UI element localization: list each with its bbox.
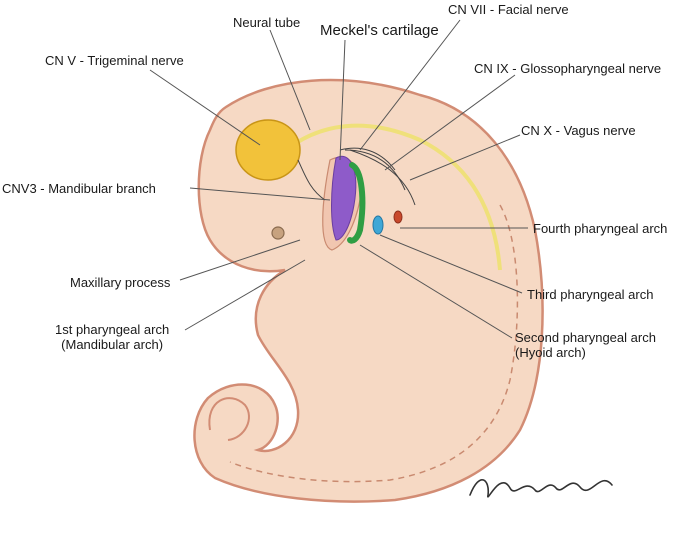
- label-cn9-glossopharyngeal-nerve: CN IX - Glossopharyngeal nerve: [474, 61, 662, 76]
- leader-second-arch: [359, 244, 513, 339]
- leader-third-arch: [379, 234, 523, 294]
- cn10-fiber: [349, 149, 416, 206]
- label-fourth-pharyngeal-arch: Fourth pharyngeal arch: [533, 221, 668, 236]
- label-neural-tube: Neural tube: [233, 15, 301, 30]
- leader-maxillary: [179, 239, 301, 281]
- leader-neural-tube: [269, 29, 311, 131]
- fourth-arch-red: [393, 210, 403, 224]
- label-first-arch-line2: (Mandibular arch): [61, 337, 164, 352]
- cnv3-fiber: [297, 159, 326, 201]
- label-meckels-cartilage: Meckel's cartilage: [320, 22, 439, 39]
- leader-cn10: [409, 134, 521, 181]
- leader-first-arch: [184, 259, 306, 331]
- label-second-arch-line2: (Hyoid arch): [515, 345, 586, 360]
- leader-cn5: [149, 69, 261, 146]
- leader-cnv3: [189, 187, 331, 201]
- label-second-pharyngeal-arch: Second pharyngeal arch (Hyoid arch): [515, 330, 656, 360]
- third-arch-blue: [372, 215, 384, 235]
- leader-meckel: [339, 39, 346, 161]
- label-cn7-facial-nerve: CN VII - Facial nerve: [448, 2, 569, 17]
- neural-tube-line: [278, 123, 502, 271]
- eye: [271, 226, 285, 240]
- leader-cn7: [359, 19, 461, 151]
- embryo-body: [193, 78, 544, 503]
- tail-curl: [208, 397, 250, 441]
- trigeminal-ganglion: [235, 119, 301, 181]
- label-first-arch-line1: 1st pharyngeal arch: [55, 322, 170, 337]
- label-cnv3-mandibular-branch: CNV3 - Mandibular branch: [2, 181, 156, 196]
- cn7-fiber: [339, 147, 396, 171]
- signature: [469, 479, 613, 498]
- label-cn5-trigeminal-nerve: CN V - Trigeminal nerve: [45, 53, 184, 68]
- facial-nerve-green: [347, 162, 366, 244]
- label-first-pharyngeal-arch: 1st pharyngeal arch (Mandibular arch): [55, 322, 169, 352]
- label-third-pharyngeal-arch: Third pharyngeal arch: [527, 287, 654, 302]
- leader-lines: [149, 19, 528, 339]
- label-cn10-vagus-nerve: CN X - Vagus nerve: [521, 123, 636, 138]
- somite-row: [229, 204, 519, 483]
- label-maxillary-process: Maxillary process: [70, 275, 171, 290]
- leader-cn9: [384, 74, 516, 171]
- label-second-arch-line1: Second pharyngeal arch: [515, 330, 656, 345]
